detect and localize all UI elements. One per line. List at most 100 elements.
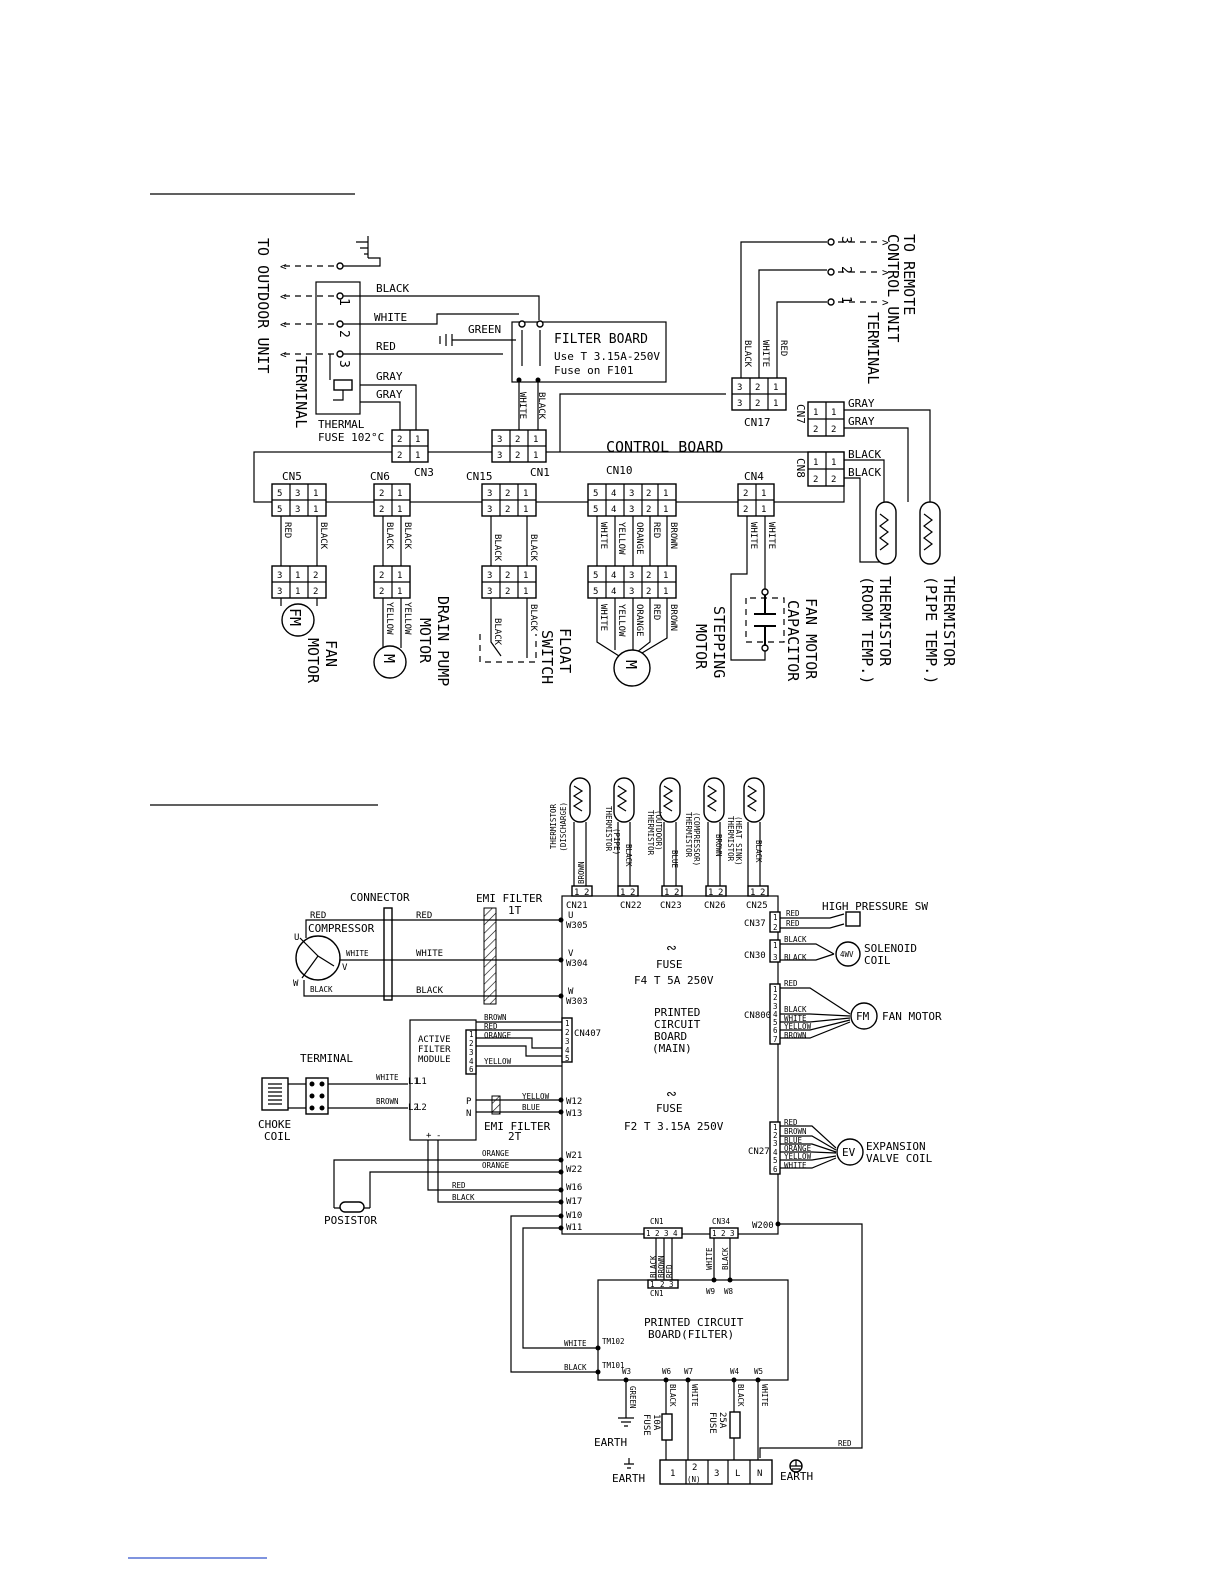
svg-text:BLACK: BLACK xyxy=(384,522,394,550)
svg-text:3: 3 xyxy=(773,953,778,962)
earth-label-2: EARTH xyxy=(612,1472,645,1485)
svg-text:BLACK: BLACK xyxy=(564,1363,587,1372)
control-board-label: CONTROL BOARD xyxy=(606,438,723,456)
svg-text:EMI FILTER: EMI FILTER xyxy=(476,892,543,905)
svg-text:RED: RED xyxy=(282,522,292,538)
drain-pump-motor-symbol xyxy=(373,645,407,679)
svg-text:W22: W22 xyxy=(566,1165,582,1175)
svg-text:<: < xyxy=(280,260,287,273)
svg-text:WHITE: WHITE xyxy=(346,949,369,958)
filter-fuse-1: Use T 3.15A-250V xyxy=(554,350,660,363)
svg-text:COIL: COIL xyxy=(264,1130,291,1143)
svg-text:CN7: CN7 xyxy=(794,404,807,424)
svg-text:RED: RED xyxy=(786,919,800,928)
svg-text:3: 3 xyxy=(497,451,502,461)
svg-text:2: 2 xyxy=(313,571,318,581)
svg-text:1: 1 xyxy=(313,489,318,499)
svg-text:CN15: CN15 xyxy=(466,470,493,483)
svg-text:W200: W200 xyxy=(752,1221,774,1231)
choke-terminal-block xyxy=(305,1077,329,1115)
svg-text:1: 1 xyxy=(397,505,402,515)
svg-text:YELLOW: YELLOW xyxy=(784,1152,812,1161)
svg-text:1: 1 xyxy=(574,888,579,898)
thermistor-room-label-2: (ROOM TEMP.) xyxy=(858,576,876,684)
svg-text:1: 1 xyxy=(469,1030,474,1039)
svg-text:4: 4 xyxy=(673,1229,678,1238)
svg-text:M: M xyxy=(622,660,640,669)
fan-motor-label-2: MOTOR xyxy=(304,638,322,684)
svg-text:YELLOW: YELLOW xyxy=(384,602,394,635)
svg-text:2: 2 xyxy=(655,1229,660,1238)
svg-text:BLACK: BLACK xyxy=(492,534,502,562)
svg-text:(HEAT SINK): (HEAT SINK) xyxy=(734,816,743,866)
svg-text:CN8: CN8 xyxy=(794,458,807,478)
svg-text:3: 3 xyxy=(737,383,742,393)
svg-text:1: 1 xyxy=(670,1469,675,1479)
svg-text:3: 3 xyxy=(737,399,742,409)
svg-text:2: 2 xyxy=(397,451,402,461)
svg-text:RED: RED xyxy=(665,1264,674,1278)
svg-text:1: 1 xyxy=(663,587,668,597)
svg-text:TM101: TM101 xyxy=(602,1361,625,1370)
svg-text:ORANGE: ORANGE xyxy=(634,522,644,555)
svg-text:1: 1 xyxy=(295,587,300,597)
svg-text:L1: L1 xyxy=(408,1077,419,1087)
svg-text:3: 3 xyxy=(487,571,492,581)
compressor-symbol xyxy=(295,935,341,981)
svg-text:∾: ∾ xyxy=(666,1087,677,1102)
svg-text:WHITE: WHITE xyxy=(416,949,443,959)
svg-text:WHITE: WHITE xyxy=(690,1384,699,1407)
indoor-unit-diagram: TO OUTDOOR UNIT TERMINAL < < < < 1 2 3 B… xyxy=(253,234,958,687)
svg-text:2: 2 xyxy=(743,489,748,499)
svg-text:2: 2 xyxy=(692,1463,697,1473)
svg-text:WHITE: WHITE xyxy=(748,522,758,549)
svg-text:4: 4 xyxy=(773,1148,778,1157)
compressor-label: COMPRESSOR xyxy=(308,922,375,935)
svg-text:WHITE: WHITE xyxy=(564,1339,587,1348)
svg-text:GREEN: GREEN xyxy=(468,323,501,336)
svg-text:W305: W305 xyxy=(566,921,588,931)
svg-text:1: 1 xyxy=(646,1229,651,1238)
svg-text:5: 5 xyxy=(593,587,598,597)
svg-text:(MAIN): (MAIN) xyxy=(652,1042,692,1055)
svg-text:BLACK: BLACK xyxy=(528,534,538,562)
svg-text:W21: W21 xyxy=(566,1151,582,1161)
svg-text:RED: RED xyxy=(651,604,661,620)
svg-text:1: 1 xyxy=(565,1019,570,1028)
svg-text:4: 4 xyxy=(773,1010,778,1019)
svg-text:2: 2 xyxy=(838,266,853,274)
svg-text:1: 1 xyxy=(813,458,818,468)
svg-text:4: 4 xyxy=(611,587,616,597)
float-switch-label: FLOAT xyxy=(556,628,574,673)
svg-text:>: > xyxy=(882,296,889,309)
svg-text:1: 1 xyxy=(663,489,668,499)
svg-text:1: 1 xyxy=(523,587,528,597)
capacitor-label-2: CAPACITOR xyxy=(784,600,802,682)
svg-text:W3: W3 xyxy=(622,1367,631,1376)
svg-text:3: 3 xyxy=(629,571,634,581)
svg-text:(N): (N) xyxy=(687,1475,701,1484)
earth-label-1: EARTH xyxy=(594,1436,627,1449)
fuse-25a xyxy=(729,1411,741,1439)
svg-text:5: 5 xyxy=(277,505,282,515)
svg-text:N: N xyxy=(466,1109,471,1119)
svg-text:3: 3 xyxy=(629,587,634,597)
svg-text:RED: RED xyxy=(786,909,800,918)
svg-text:CN4: CN4 xyxy=(744,470,764,483)
svg-text:2: 2 xyxy=(773,1131,778,1140)
svg-text:GRAY: GRAY xyxy=(376,370,403,383)
svg-text:1: 1 xyxy=(773,913,778,922)
svg-text:3: 3 xyxy=(277,571,282,581)
svg-text:5: 5 xyxy=(773,1156,778,1165)
svg-text:CN1: CN1 xyxy=(650,1289,664,1298)
drain-pump-label: DRAIN PUMP xyxy=(434,596,452,686)
svg-text:2: 2 xyxy=(379,505,384,515)
